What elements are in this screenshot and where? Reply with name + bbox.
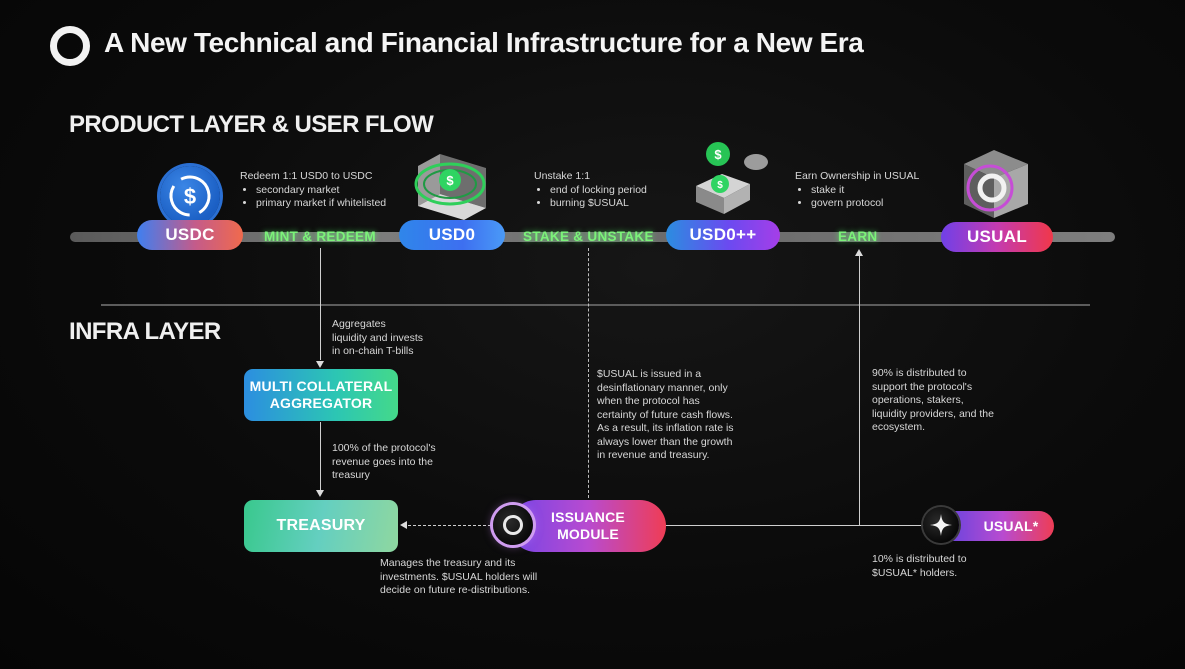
earn-note-title: Earn Ownership in USUAL — [795, 170, 920, 182]
note-line: in revenue and treasury. — [597, 449, 710, 461]
usdc-coin-icon: $ — [160, 166, 220, 226]
note-line: treasury — [332, 469, 370, 481]
stage-stake-unstake: STAKE & UNSTAKE — [523, 229, 654, 244]
note-line: $USUAL* holders. — [872, 566, 958, 579]
note-line: always lower than the growth — [597, 435, 733, 448]
earn-note-item: govern protocol — [811, 197, 919, 211]
distributed-90-note: 90% is distributed to support the protoc… — [872, 367, 994, 435]
stage-earn: EARN — [838, 229, 878, 244]
unstake-note-item: end of locking period — [550, 184, 647, 198]
note-line: certainty of future cash flows. — [597, 408, 733, 421]
note-line: revenue goes into the — [332, 455, 433, 468]
aggregator-label-line: MULTI COLLATERAL — [249, 378, 393, 394]
arrow-up-icon — [855, 249, 863, 256]
product-layer-heading: PRODUCT LAYER & USER FLOW — [69, 111, 434, 138]
note-line: operations, stakers, — [872, 394, 964, 406]
ring-logo-icon — [50, 26, 90, 66]
usd0-cube-icon: $ — [410, 148, 500, 224]
note-line: investments. $USUAL holders will — [380, 570, 538, 583]
issuance-label-line: MODULE — [557, 526, 619, 542]
note-line: As a result, its inflation rate is — [597, 422, 734, 434]
treasury-management-note: Manages the treasury and its investments… — [380, 557, 537, 598]
multi-collateral-aggregator-box: MULTI COLLATERAL AGGREGATOR — [244, 369, 398, 421]
note-line: liquidity providers, and the — [872, 407, 994, 420]
aggregator-label-line: AGGREGATOR — [269, 395, 373, 411]
aggregator-to-treasury-line — [320, 422, 321, 490]
note-line: Aggregates — [332, 318, 386, 330]
usual-star-pill: USUAL* — [940, 511, 1054, 541]
issuance-to-treasury-dashed-line — [408, 525, 496, 526]
sparkle-icon — [923, 507, 959, 543]
usual-cube-icon — [950, 148, 1042, 222]
svg-text:$: $ — [446, 173, 454, 188]
redeem-note-item: primary market if whitelisted — [256, 197, 386, 211]
unstake-note-item: burning $USUAL — [550, 197, 647, 211]
usd0pp-token-pill: USD0++ — [666, 220, 780, 250]
note-line: Manages the treasury and its — [380, 557, 516, 569]
note-line: in on-chain T-bills — [332, 345, 414, 357]
issuance-module-box: ISSUANCE MODULE — [510, 500, 666, 552]
svg-text:$: $ — [717, 180, 723, 191]
note-line: 90% is distributed to — [872, 367, 967, 379]
layer-divider — [101, 304, 1090, 306]
earn-note: Earn Ownership in USUAL stake it govern … — [795, 170, 919, 211]
note-line: liquidity and invests — [332, 331, 424, 344]
note-line: ecosystem. — [872, 421, 926, 433]
issuance-to-usual-star-line — [663, 525, 925, 526]
arrow-down-icon — [316, 490, 324, 497]
note-line: 100% of the protocol's — [332, 442, 436, 454]
earn-note-item: stake it — [811, 184, 919, 198]
unstake-note: Unstake 1:1 end of locking period burnin… — [534, 170, 647, 211]
flow-track — [70, 232, 1115, 242]
revenue-note: 100% of the protocol's revenue goes into… — [332, 442, 436, 483]
stage-mint-redeem: MINT & REDEEM — [264, 229, 376, 244]
infra-layer-heading: INFRA LAYER — [69, 318, 221, 345]
usd0-token-pill: USD0 — [399, 220, 505, 250]
aggregates-note: Aggregates liquidity and invests in on-c… — [332, 318, 423, 359]
arrow-down-icon — [316, 361, 324, 368]
treasury-box: TREASURY — [244, 500, 398, 552]
note-line: decide on future re-distributions. — [380, 584, 530, 596]
redeem-note-title: Redeem 1:1 USD0 to USDC — [240, 170, 373, 182]
page-title: A New Technical and Financial Infrastruc… — [104, 27, 864, 58]
issuance-label-line: ISSUANCE — [551, 509, 625, 525]
note-line: 10% is distributed to — [872, 553, 967, 565]
issuance-note: $USUAL is issued in a desinflationary ma… — [597, 368, 734, 463]
dark-orb-icon — [493, 505, 533, 545]
usdc-token-pill: USDC — [137, 220, 243, 250]
note-line: desinflationary manner, only — [597, 381, 728, 394]
stake-to-issuance-dashed-line — [588, 248, 590, 498]
usd0pp-stack-icon: $ $ — [690, 140, 774, 220]
redeem-note-item: secondary market — [256, 184, 386, 198]
distributed-10-note: 10% is distributed to $USUAL* holders. — [872, 553, 967, 580]
svg-text:$: $ — [714, 147, 722, 162]
note-line: support the protocol's — [872, 380, 973, 393]
earn-return-line — [859, 256, 860, 526]
note-line: when the protocol has — [597, 395, 700, 407]
redeem-note: Redeem 1:1 USD0 to USDC secondary market… — [240, 170, 386, 211]
mint-to-aggregator-line — [320, 248, 321, 360]
usual-token-pill: USUAL — [941, 222, 1053, 252]
svg-text:$: $ — [184, 184, 196, 209]
unstake-note-title: Unstake 1:1 — [534, 170, 591, 182]
note-line: $USUAL is issued in a — [597, 368, 702, 380]
arrow-left-icon — [400, 521, 407, 529]
